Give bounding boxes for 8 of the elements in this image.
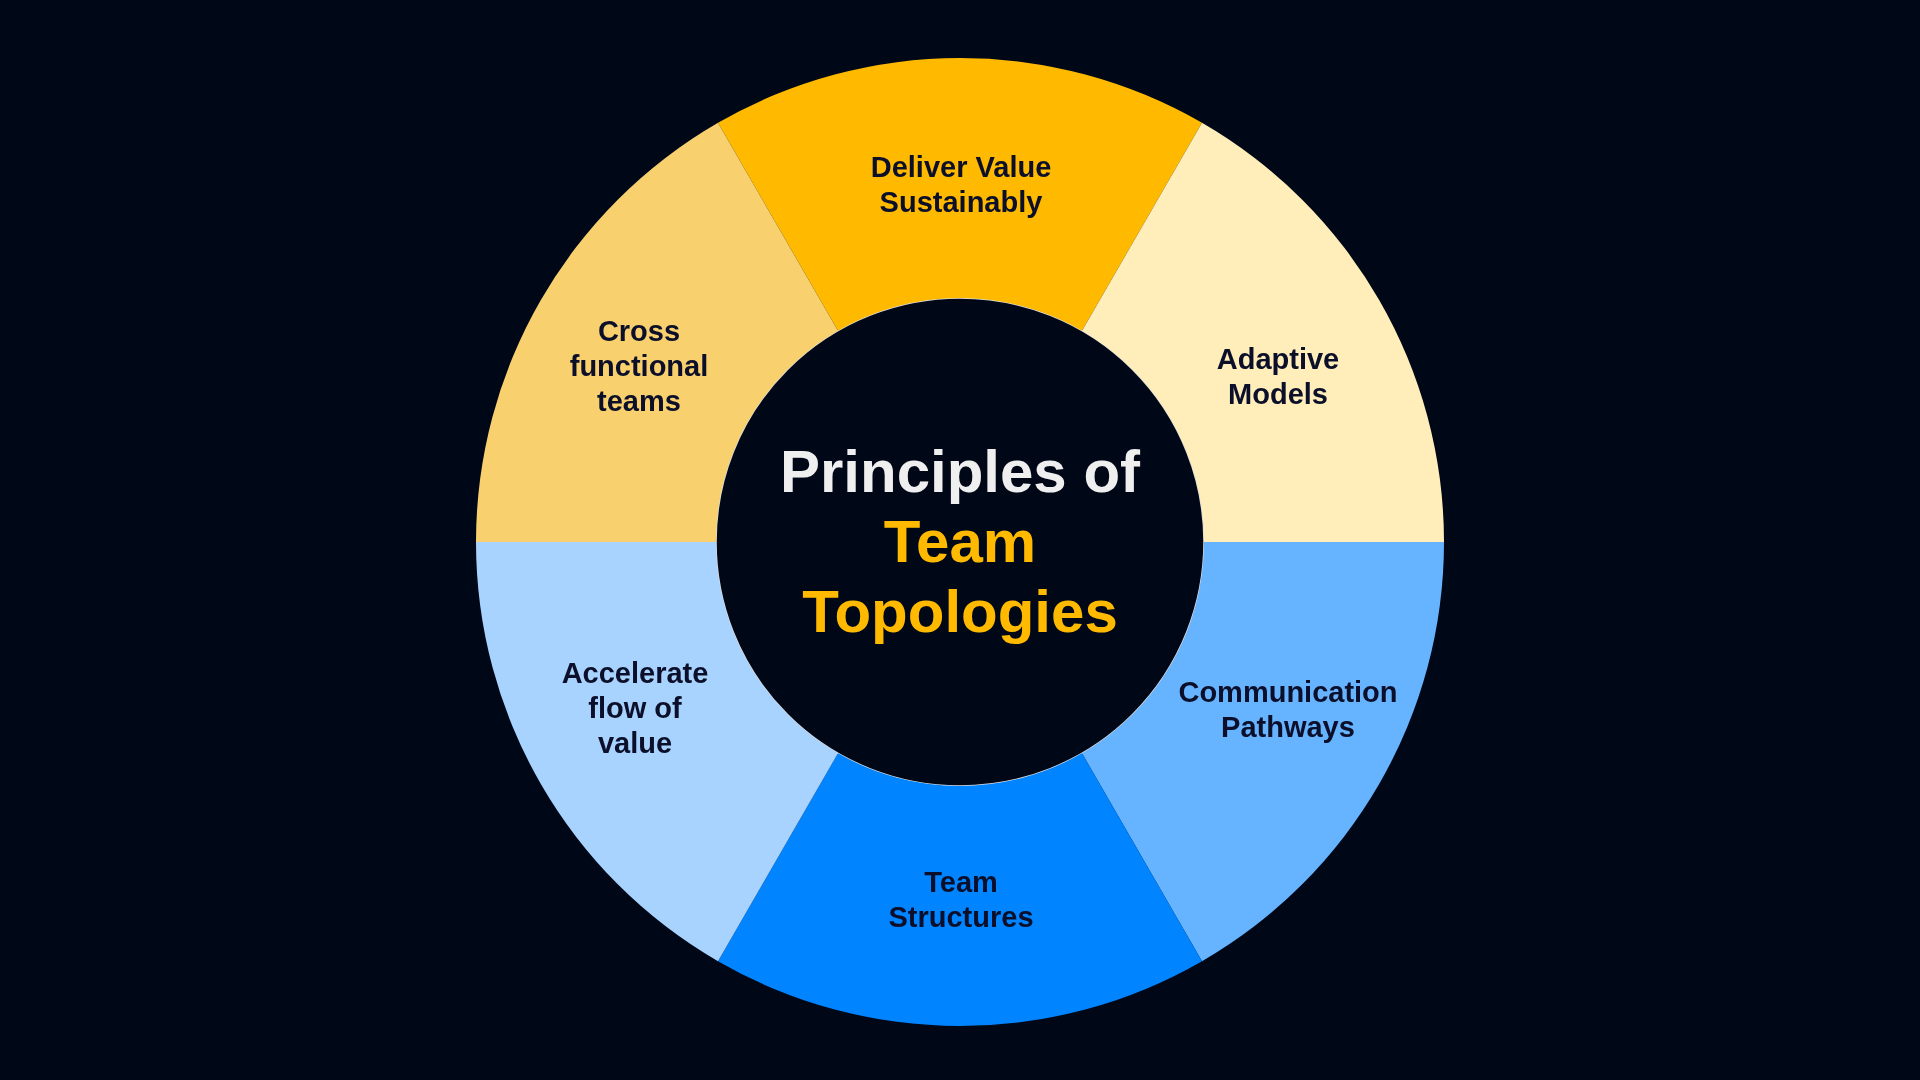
center-title: Principles of bbox=[778, 437, 1142, 507]
segment-label: Communication Pathways bbox=[1178, 675, 1398, 745]
center-title: Team Topologies bbox=[801, 507, 1119, 647]
segment-label: Team Structures bbox=[887, 865, 1035, 935]
segment-label: Accelerate flow of value bbox=[560, 655, 710, 761]
segment-label: Cross functional teams bbox=[568, 313, 710, 419]
segment-label: Adaptive Models bbox=[1215, 342, 1341, 412]
segment-label: Deliver Value Sustainably bbox=[869, 150, 1053, 220]
